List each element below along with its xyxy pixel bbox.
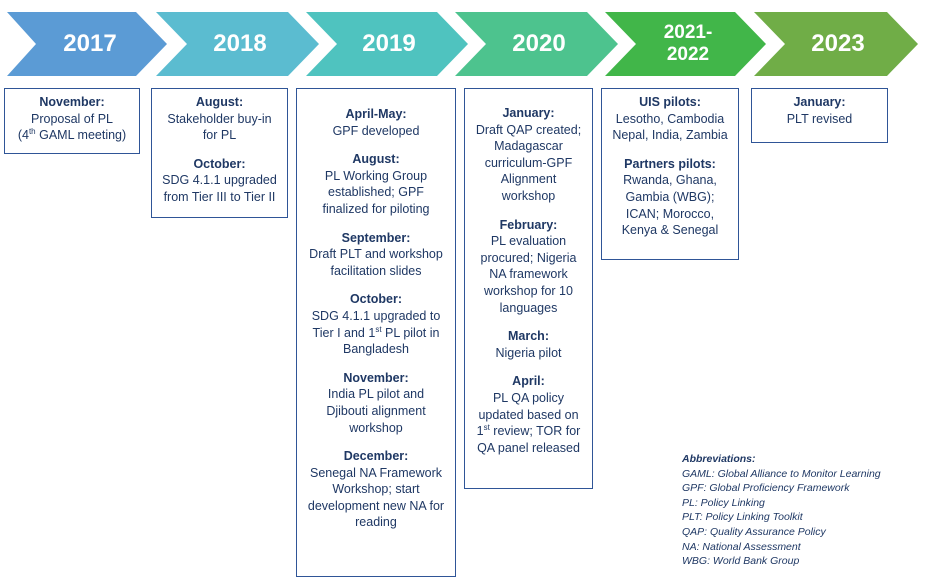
entry-2023-january: January: PLT revised <box>756 94 883 127</box>
abbreviations-legend: Abbreviations: GAML: Global Alliance to … <box>682 452 881 569</box>
entry-body: Draft PLT and workshop facilitation slid… <box>309 247 443 278</box>
abbreviation-item: GPF: Global Proficiency Framework <box>682 482 850 495</box>
entry-partners-pilots: Partners pilots: Rwanda, Ghana, Gambia (… <box>606 156 734 239</box>
entry-body: Proposal of PL (4th GAML meeting) <box>17 111 127 143</box>
abbreviation-item: PLT: Policy Linking Toolkit <box>682 511 803 524</box>
arrow-2021-2022 <box>605 12 766 76</box>
entry-body: SDG 4.1.1 upgraded to Tier I and 1st PL … <box>311 308 441 357</box>
entry-heading: December: <box>343 449 409 464</box>
entry-body: India PL pilot and Djibouti alignment wo… <box>326 387 426 435</box>
entry-heading: October: <box>193 156 246 171</box>
entry-heading: UIS pilots: <box>639 95 701 109</box>
entry-heading: January: <box>793 95 846 109</box>
box-2017: November: Proposal of PL (4th GAML meeti… <box>4 88 140 154</box>
entry-body: Senegal NA Framework Workshop; start dev… <box>307 465 445 530</box>
entry-2019-november: November: India PL pilot and Djibouti al… <box>301 370 451 436</box>
entry-2018-august: August: Stakeholder buy-in for PL <box>156 94 283 144</box>
entry-body: Draft QAP created; Madagascar curriculum… <box>475 122 582 203</box>
entry-2020-march: March: Nigeria pilot <box>469 328 588 361</box>
entry-2019-september: September: Draft PLT and workshop facili… <box>301 230 451 280</box>
entry-body: Stakeholder buy-in for PL <box>167 111 272 143</box>
entry-heading: November: <box>39 95 105 109</box>
entry-body: Nigeria pilot <box>495 345 562 360</box>
box-2023: January: PLT revised <box>751 88 888 143</box>
entry-heading: March: <box>508 329 549 344</box>
abbreviation-item: QAP: Quality Assurance Policy <box>682 525 826 538</box>
arrow-2023 <box>754 12 918 76</box>
entry-heading: April-May: <box>345 107 407 121</box>
timeline-arrows <box>7 12 918 76</box>
entry-uis-pilots: UIS pilots: Lesotho, Cambodia Nepal, Ind… <box>606 94 734 144</box>
abbreviation-item: PL: Policy Linking <box>682 496 765 509</box>
entry-2019-april-may: April-May: GPF developed <box>301 106 451 139</box>
abbreviation-item: WBG: World Bank Group <box>682 555 800 568</box>
box-2021-2022: UIS pilots: Lesotho, Cambodia Nepal, Ind… <box>601 88 739 260</box>
box-2019: April-May: GPF developed August: PL Work… <box>296 88 456 577</box>
entry-2019-august: August: PL Working Group established; GP… <box>301 151 451 217</box>
entry-body: SDG 4.1.1 upgraded from Tier III to Tier… <box>162 173 277 204</box>
entry-2020-january: January: Draft QAP created; Madagascar c… <box>469 105 588 205</box>
box-2018: August: Stakeholder buy-in for PL Octobe… <box>151 88 288 218</box>
entry-heading: August: <box>195 95 244 109</box>
year-label-2019: 2019 <box>362 30 416 58</box>
entry-heading: August: <box>352 152 400 167</box>
entry-heading: February: <box>499 217 558 232</box>
abbreviation-item: NA: National Assessment <box>682 540 801 553</box>
arrow-2018 <box>156 12 319 76</box>
entry-2020-february: February: PL evaluation procured; Nigeri… <box>469 217 588 317</box>
entry-body: Lesotho, Cambodia Nepal, India, Zambia <box>612 111 728 143</box>
entry-heading: April: <box>512 374 545 389</box>
entry-body: Rwanda, Ghana, Gambia (WBG); ICAN; Moroc… <box>621 173 719 238</box>
box-2020: January: Draft QAP created; Madagascar c… <box>464 88 593 489</box>
arrow-2017 <box>7 12 167 76</box>
entry-2019-october: October: SDG 4.1.1 upgraded to Tier I an… <box>301 291 451 357</box>
year-label-2020: 2020 <box>512 30 566 58</box>
entry-2018-october: October: SDG 4.1.1 upgraded from Tier II… <box>156 156 283 206</box>
entry-heading: January: <box>502 106 555 120</box>
entry-2020-april: April: PL QA policy updated based on 1st… <box>469 373 588 456</box>
abbreviations-title: Abbreviations: <box>682 453 756 465</box>
entry-heading: November: <box>343 370 409 385</box>
entry-2017-november: November: Proposal of PL (4th GAML meeti… <box>9 94 135 144</box>
year-label-2017: 2017 <box>63 30 117 58</box>
entry-body: PL QA policy updated based on 1st review… <box>476 390 581 455</box>
entry-body: PL Working Group established; GPF finali… <box>322 168 430 216</box>
abbreviation-item: GAML: Global Alliance to Monitor Learnin… <box>682 467 881 480</box>
entry-body: PL evaluation procured; Nigeria NA frame… <box>480 234 577 315</box>
entry-2019-december: December: Senegal NA Framework Workshop;… <box>301 448 451 531</box>
arrow-2020 <box>455 12 618 76</box>
arrow-2019 <box>306 12 468 76</box>
year-label-2023: 2023 <box>811 30 865 58</box>
entry-heading: October: <box>349 292 403 307</box>
entry-body: GPF developed <box>332 123 420 138</box>
entry-heading: September: <box>341 230 411 245</box>
entry-heading: Partners pilots: <box>624 156 716 171</box>
year-label-2021-2022: 2021- 2022 <box>663 22 713 65</box>
entry-body: PLT revised <box>786 111 853 126</box>
year-label-2018: 2018 <box>213 30 267 58</box>
